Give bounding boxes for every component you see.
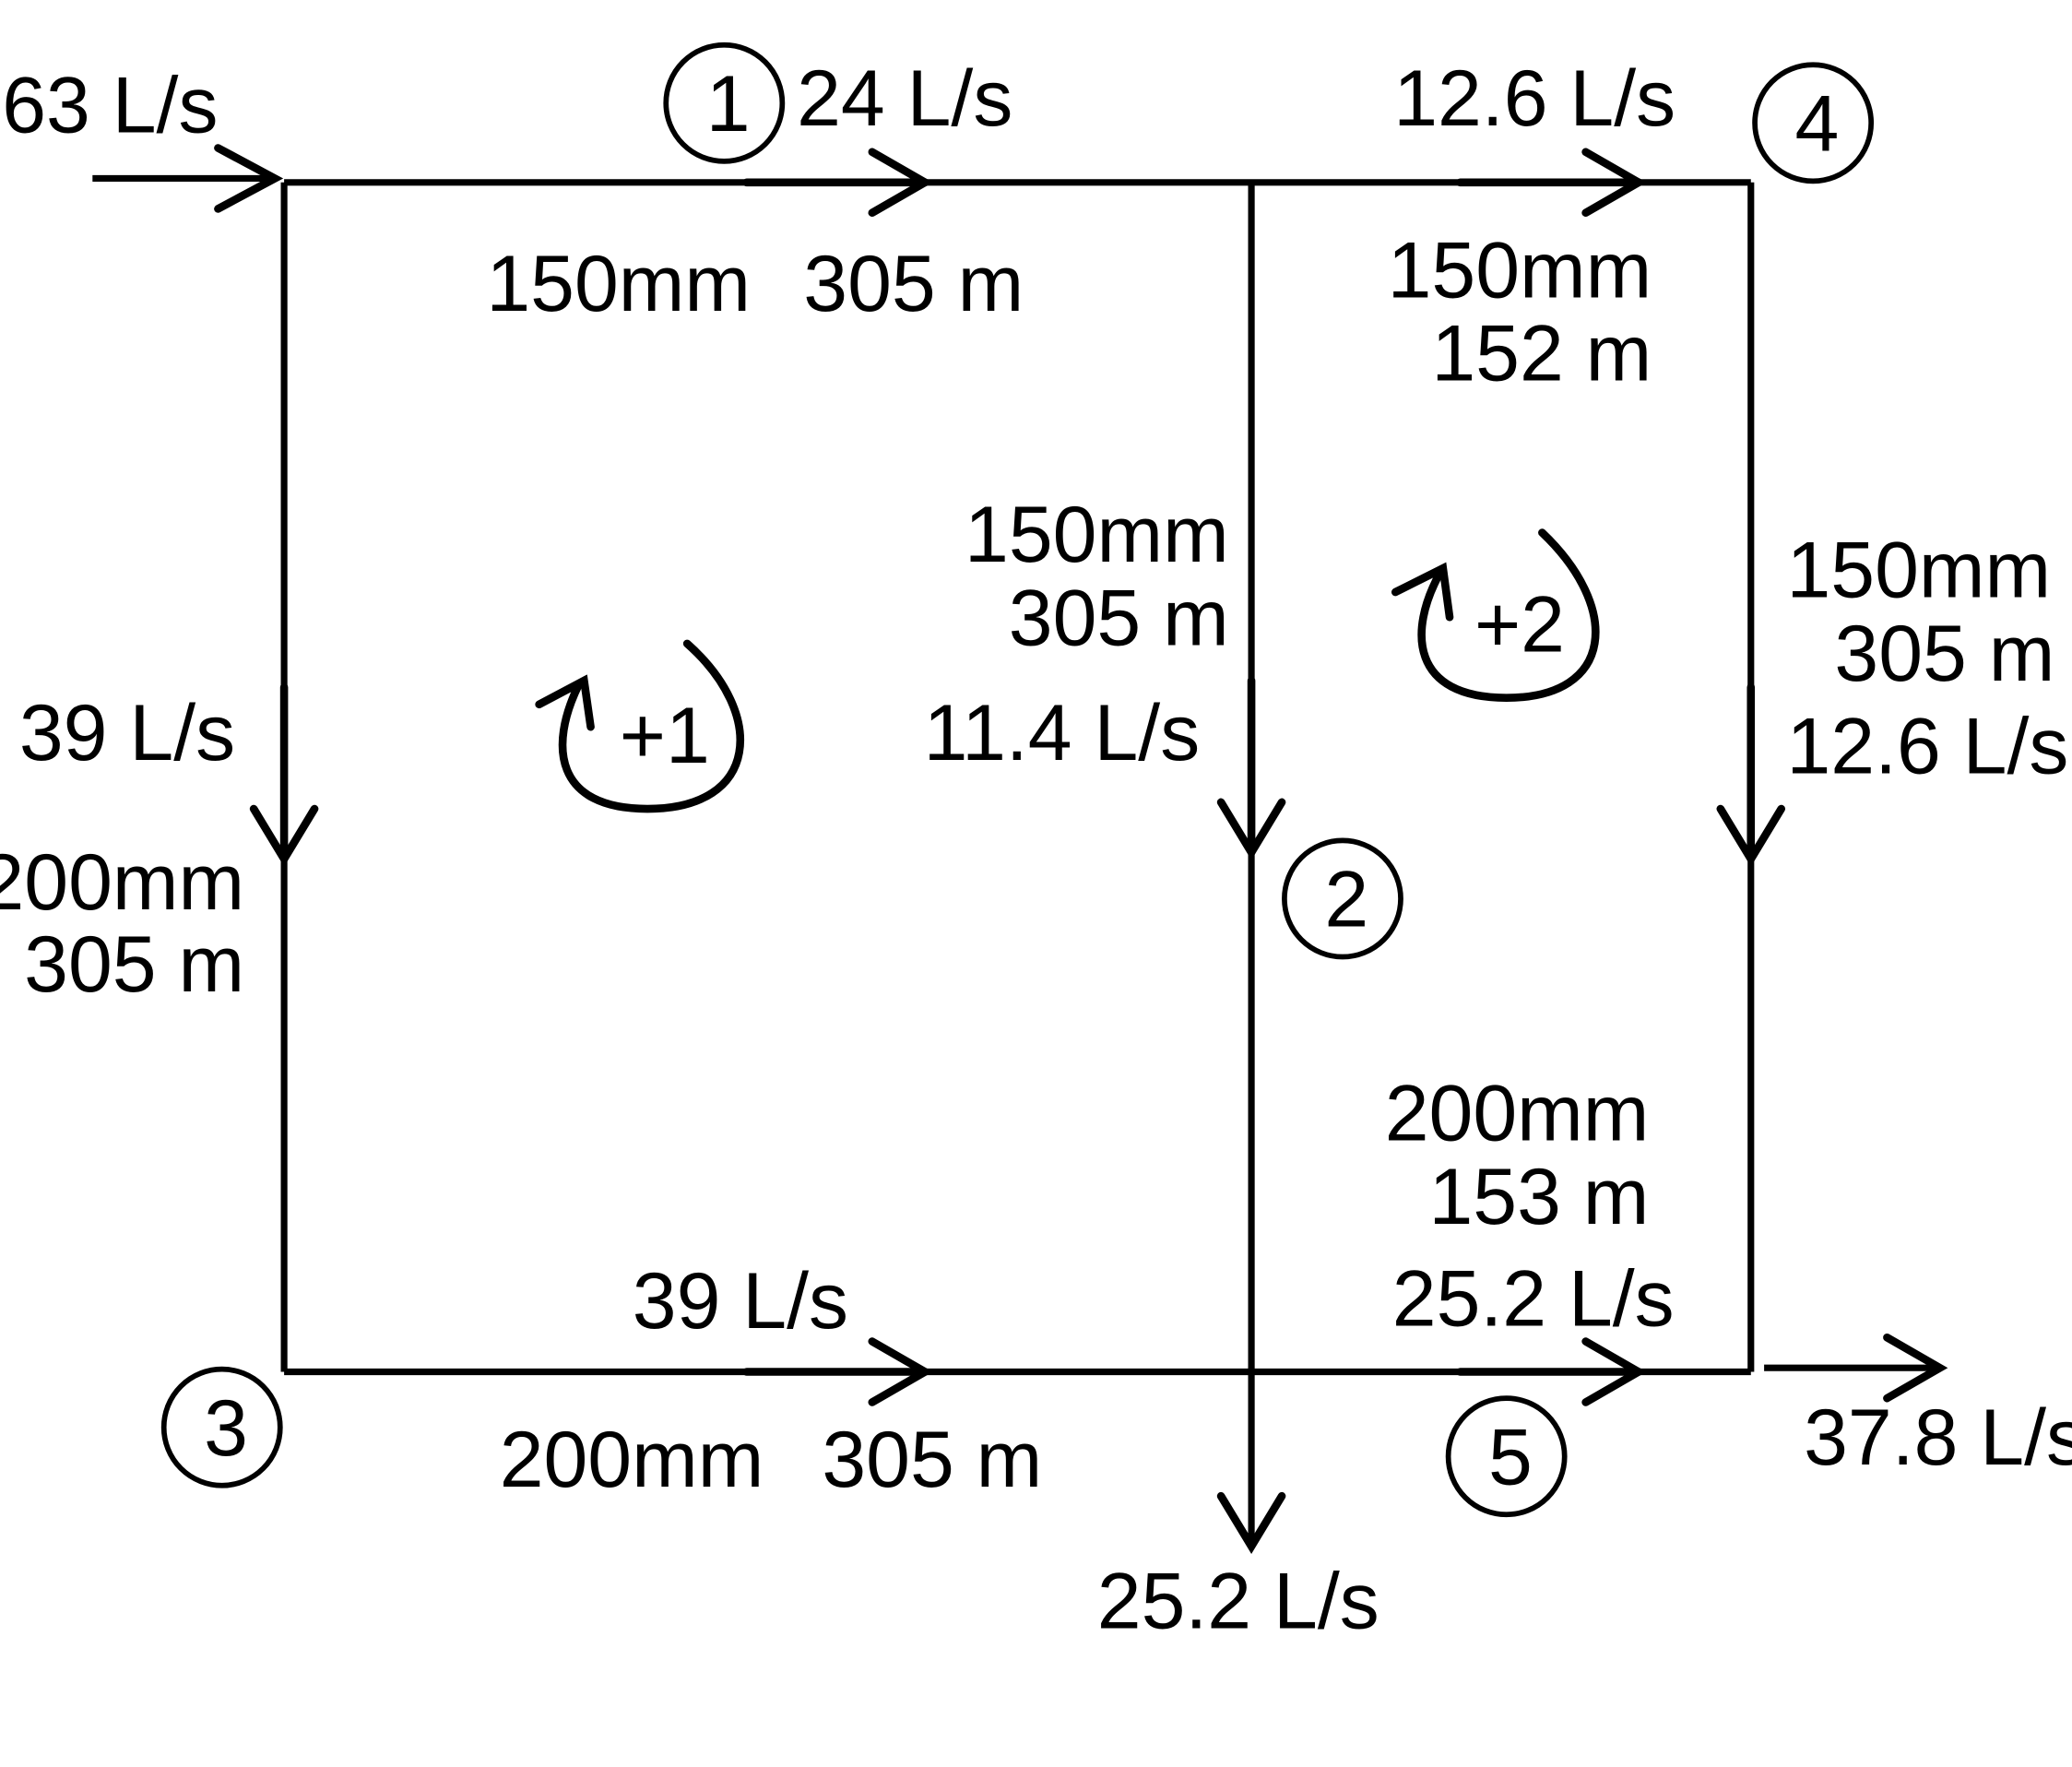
nodes: 1 4 2 3 5 — [160, 42, 1875, 1518]
arrowheads — [214, 144, 1948, 1554]
flow-label: 25.2 L/s — [1392, 1254, 1675, 1343]
loop-2: +2 — [1391, 528, 1600, 702]
diameter-label: 150mm — [1786, 527, 2051, 615]
node-3-label: 3 — [204, 1384, 248, 1473]
arrowhead-right-icon — [1581, 1337, 1647, 1406]
arrowhead-down-icon — [1216, 798, 1286, 860]
flow-label: 11.4 L/s — [924, 689, 1201, 777]
length-label: 305 m — [24, 920, 244, 1009]
diameter-label: 200mm — [500, 1416, 764, 1504]
loop-arrowhead-icon — [535, 674, 595, 731]
node-1-label: 1 — [706, 60, 751, 148]
loop-1-label: +1 — [620, 692, 710, 780]
outflow-label-node5: 37.8 L/s — [1804, 1393, 2072, 1482]
node-4-label: 4 — [1795, 79, 1840, 168]
flow-label: 12.6 L/s — [1786, 702, 2068, 790]
diameter-label: 150mm — [486, 240, 751, 328]
arrowhead-down-icon — [1216, 1491, 1286, 1554]
node-1 — [663, 42, 786, 164]
node-5 — [1445, 1395, 1568, 1518]
arrowhead-down-icon — [249, 804, 319, 867]
loop-arrowhead-icon — [1391, 562, 1454, 622]
inflow-label: 63 L/s — [2, 61, 218, 149]
arrowhead-right-icon — [1581, 148, 1647, 218]
flow-label: 24 L/s — [797, 54, 1012, 143]
node-3 — [160, 1366, 283, 1488]
diameter-label: 200mm — [1385, 1070, 1650, 1158]
node-2-label: 2 — [1324, 856, 1368, 944]
pipes — [92, 174, 1940, 1547]
loop-arrow-icon — [558, 639, 744, 813]
length-label: 305 m — [1009, 574, 1229, 662]
outflow-label-node2: 25.2 L/s — [1097, 1558, 1379, 1646]
loop-arrow-icon — [1417, 528, 1600, 702]
flow-label: 39 L/s — [633, 1257, 848, 1346]
diameter-label: 150mm — [965, 491, 1229, 579]
length-label: 153 m — [1428, 1153, 1649, 1241]
node-4 — [1752, 62, 1875, 184]
node-5-label: 5 — [1488, 1413, 1533, 1501]
flow-label: 39 L/s — [19, 689, 235, 777]
arrowhead-right-icon — [1883, 1333, 1948, 1403]
labels: 63 L/s 24 L/s 150mm 305 m 12.6 L/s 150mm… — [0, 54, 2072, 1645]
node-2 — [1282, 837, 1403, 960]
diameter-label: 200mm — [0, 838, 244, 927]
diameter-label: 150mm — [1388, 226, 1652, 314]
flow-label: 12.6 L/s — [1393, 54, 1675, 143]
length-label: 305 m — [822, 1416, 1042, 1504]
length-label: 305 m — [1834, 610, 2054, 698]
length-label: 152 m — [1431, 310, 1652, 398]
loop-1: +1 — [535, 639, 744, 813]
loop-2-label: +2 — [1474, 581, 1565, 670]
arrowhead-down-icon — [1716, 804, 1786, 867]
arrowhead-right-icon — [214, 144, 284, 213]
arrowhead-right-icon — [868, 1337, 933, 1406]
length-label: 305 m — [803, 240, 1024, 328]
arrowhead-right-icon — [868, 148, 933, 218]
